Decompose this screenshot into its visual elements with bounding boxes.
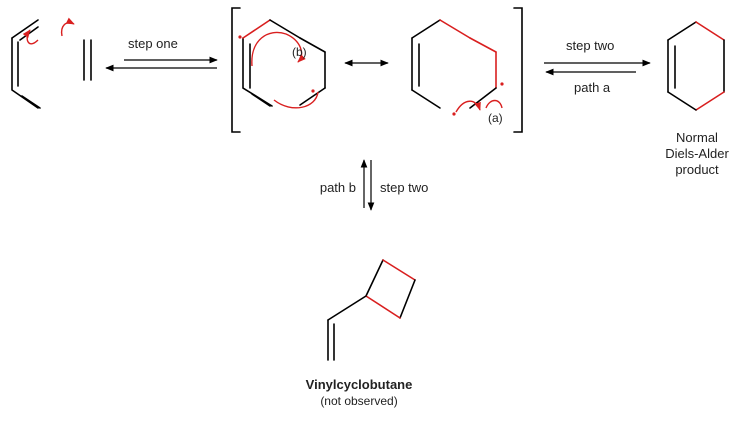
- path-a-label: path a: [574, 80, 611, 95]
- reactant-ethylene: [83, 39, 92, 81]
- normal-diels-alder-product: [667, 21, 725, 111]
- path-b-equilibrium-arrows: [360, 159, 375, 211]
- intermediate-a-electron-arrows: [452, 82, 504, 116]
- marker-a: (a): [488, 111, 503, 125]
- step-one-label: step one: [128, 36, 178, 51]
- step-two-right-label: step two: [566, 38, 614, 53]
- step-one-equilibrium-arrows: [105, 56, 218, 72]
- path-b-label: path b: [320, 180, 356, 195]
- vinylcyclobutane-structure: [327, 259, 416, 361]
- intermediate-b-electron-arrows: [238, 31, 319, 109]
- step-two-right-equilibrium-arrows: [544, 59, 651, 76]
- intermediate-structure-a: [411, 19, 497, 109]
- intermediate-structure-b: [242, 19, 326, 107]
- step-two-down-label: step two: [380, 180, 428, 195]
- normal-product-line-1: Normal: [676, 130, 718, 145]
- marker-b: (b): [292, 45, 307, 59]
- reactant-diene: [11, 19, 41, 109]
- reactant-electron-arrows: [22, 17, 75, 45]
- normal-product-line-3: product: [675, 162, 719, 177]
- intermediate-brackets: [231, 7, 523, 133]
- vinylcyclobutane-note: (not observed): [320, 394, 397, 408]
- normal-product-line-2: Diels-Alder: [665, 146, 729, 161]
- vinylcyclobutane-name: Vinylcyclobutane: [306, 377, 413, 392]
